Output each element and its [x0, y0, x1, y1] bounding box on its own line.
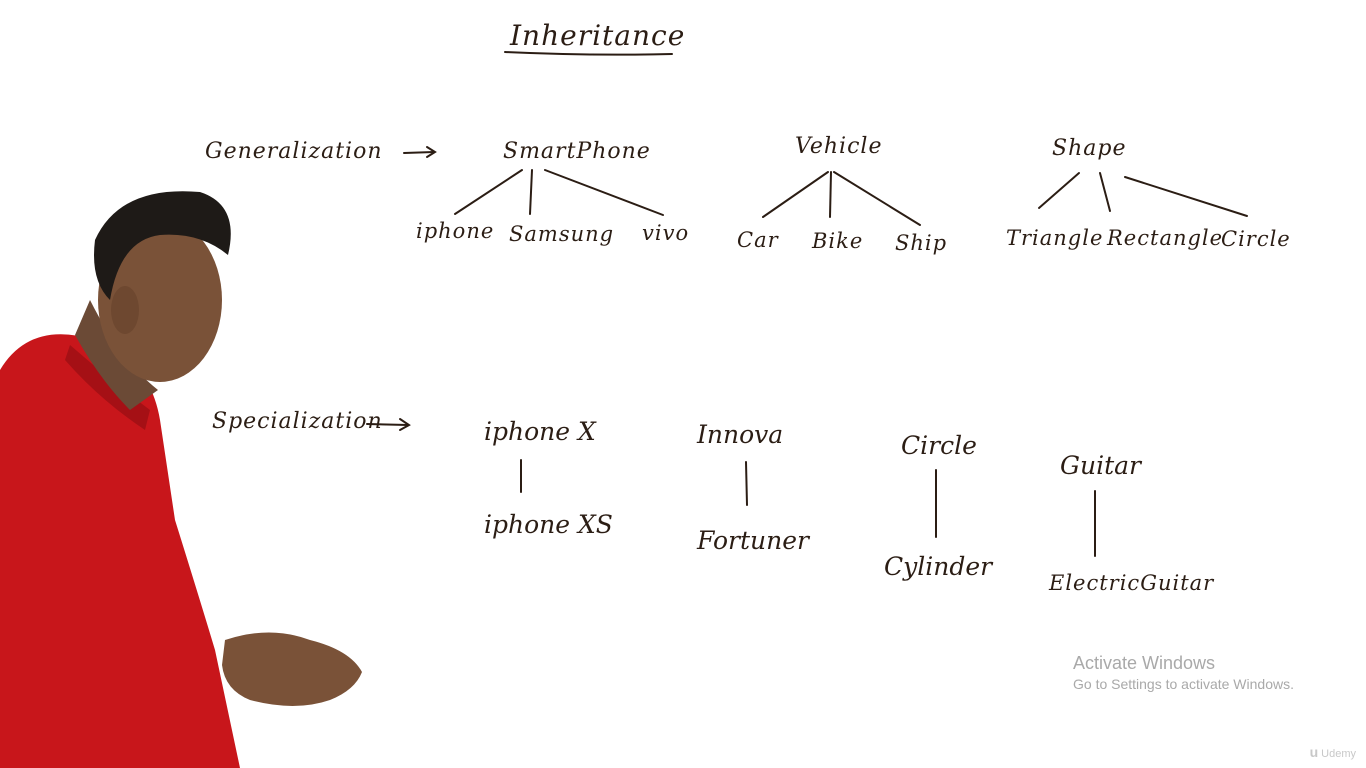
- smartphone-node: SmartPhone: [503, 139, 651, 164]
- presenter-hair: [94, 191, 231, 300]
- bike-node: Bike: [811, 229, 863, 253]
- electric-guitar-node: ElectricGuitar: [1048, 571, 1215, 595]
- edge-smartphone-samsung: [529, 169, 533, 215]
- edge-smartphone-vivo: [544, 169, 664, 216]
- edge-vehicle-ship: [833, 171, 921, 226]
- triangle-node: Triangle: [1006, 226, 1103, 250]
- activate-subtitle: Go to Settings to activate Windows.: [1073, 676, 1294, 692]
- specialization-label: Specialization: [212, 409, 383, 434]
- presenter-collar: [65, 345, 150, 430]
- presenter-head: [98, 218, 222, 382]
- generalization-label: Generalization: [205, 139, 383, 164]
- generalization-arrow-head: [426, 146, 437, 158]
- rectangle-node: Rectangle: [1106, 226, 1223, 250]
- edge-shape-rectangle: [1099, 172, 1111, 212]
- guitar-node: Guitar: [1060, 451, 1143, 480]
- edge-shape-triangle: [1038, 172, 1080, 209]
- circle-spec-node: Circle: [901, 431, 977, 460]
- circle-node: Circle: [1221, 227, 1291, 251]
- presenter-figure: [0, 191, 362, 768]
- ship-node: Ship: [895, 231, 947, 255]
- specialization-arrow-head: [399, 418, 411, 431]
- shape-node: Shape: [1052, 136, 1126, 161]
- presenter-hand: [222, 632, 362, 706]
- iphone-node: iphone: [416, 219, 494, 243]
- diagram-title: Inheritance: [509, 19, 685, 52]
- vivo-node: vivo: [642, 221, 689, 245]
- generalization-arrow-shaft: [403, 151, 435, 154]
- cylinder-node: Cylinder: [884, 552, 994, 581]
- specialization-arrow-shaft: [366, 423, 409, 426]
- edge-vehicle-bike: [829, 171, 832, 218]
- innova-node: Innova: [696, 420, 783, 449]
- udemy-logo-icon: u: [1309, 744, 1319, 760]
- vehicle-node: Vehicle: [795, 134, 882, 159]
- presenter-ear: [111, 286, 139, 334]
- fortuner-node: Fortuner: [696, 526, 811, 555]
- watermark-text: Udemy: [1321, 748, 1356, 760]
- title-underline: [504, 51, 673, 56]
- iphone-xs-node: iphone XS: [484, 510, 613, 539]
- samsung-node: Samsung: [509, 222, 614, 246]
- edge-innova-fortuner: [745, 461, 748, 506]
- presenter-shirt: [0, 334, 240, 768]
- edge-shape-circle: [1124, 176, 1248, 217]
- iphone-x-node: iphone X: [484, 417, 597, 446]
- edge-vehicle-car: [762, 171, 829, 218]
- activate-title: Activate Windows: [1073, 653, 1216, 673]
- edge-smartphone-iphone: [454, 169, 523, 215]
- windows-activation-notice: Activate Windows Go to Settings to activ…: [1073, 652, 1294, 694]
- car-node: Car: [737, 228, 780, 252]
